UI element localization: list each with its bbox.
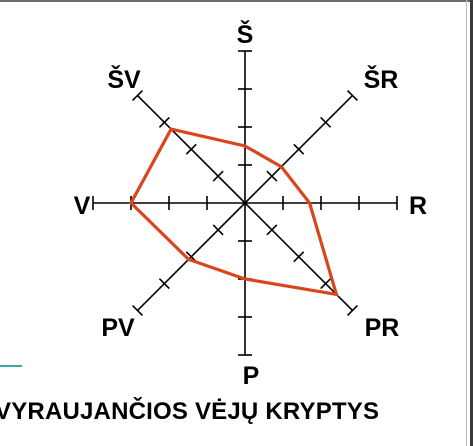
chart-title-container: VYRAUJANČIOS VĖJŲ KRYPTYS <box>0 396 465 436</box>
direction-label-pv: PV <box>101 314 135 342</box>
direction-label-v: V <box>74 192 91 220</box>
tick-sv-2 <box>185 143 197 155</box>
tick-pv-4 <box>132 304 144 316</box>
axes-layer <box>92 50 398 356</box>
data-point-pr <box>335 293 338 296</box>
data-point-v <box>129 201 133 205</box>
tick-pv-1 <box>212 224 224 236</box>
direction-label-pr: PR <box>365 314 400 342</box>
tick-sr-2 <box>293 143 305 155</box>
direction-label-sv: ŠV <box>107 64 141 94</box>
tick-sr-4 <box>346 90 358 102</box>
tick-sv-4 <box>132 90 144 102</box>
frame-right-inner-border <box>466 0 467 446</box>
tick-pr-3 <box>320 278 332 290</box>
data-point-pv <box>187 258 191 261</box>
tick-sr-3 <box>320 116 332 128</box>
chart-title: VYRAUJANČIOS VĖJŲ KRYPTYS <box>0 398 380 425</box>
labels-layer: Š ŠR R PR P PV V ŠV <box>74 19 427 390</box>
direction-label-s: Š <box>237 19 254 49</box>
direction-label-sr: ŠR <box>364 64 399 94</box>
frame-right-border <box>470 0 473 446</box>
frame-top-border <box>0 0 473 2</box>
direction-label-p: P <box>243 362 260 390</box>
tick-pv-3 <box>158 278 170 290</box>
data-point-p <box>243 277 247 281</box>
data-point-r <box>308 201 311 205</box>
direction-label-r: R <box>409 192 427 220</box>
tick-pr-2 <box>293 251 305 263</box>
tick-sr-1 <box>266 170 278 182</box>
tick-sv-3 <box>158 116 170 128</box>
data-point-sv <box>169 127 173 131</box>
series-layer <box>129 127 339 297</box>
tick-pr-1 <box>266 224 278 236</box>
data-point-s <box>243 144 247 148</box>
series-line-0 <box>129 127 339 297</box>
tick-pr-4 <box>346 304 358 316</box>
accent-line <box>0 365 22 367</box>
tick-sv-1 <box>212 170 224 182</box>
data-point-sr <box>279 165 283 169</box>
